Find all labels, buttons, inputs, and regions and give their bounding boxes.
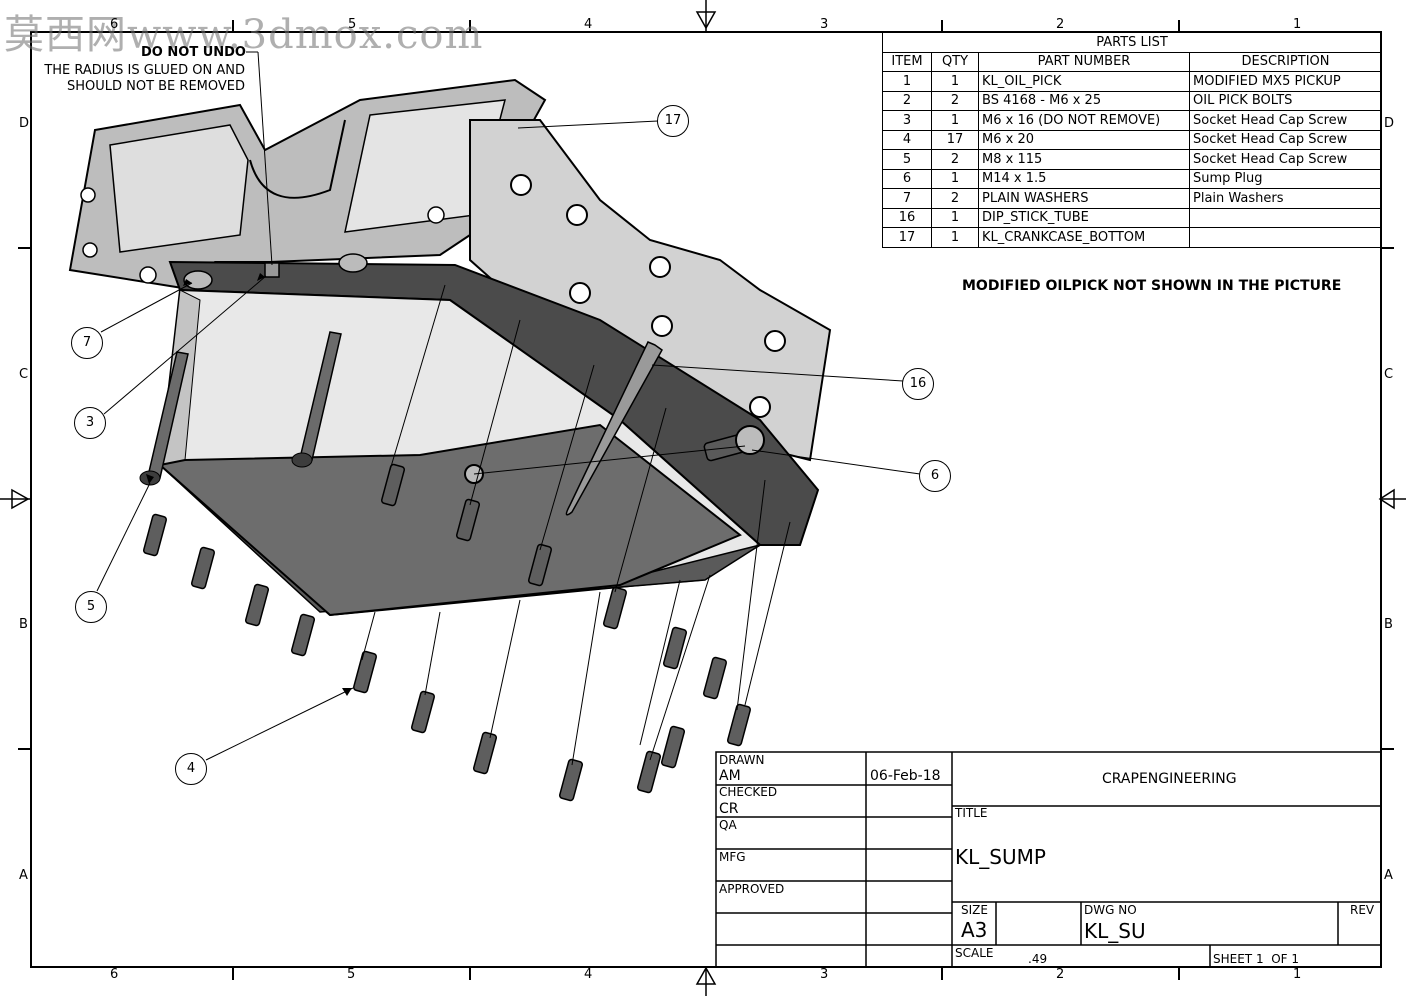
qa-label: QA (719, 818, 737, 832)
cell-description: MODIFIED MX5 PICKUP (1189, 71, 1382, 92)
col-label: 2 (1056, 17, 1065, 32)
approved-label: APPROVED (719, 882, 785, 896)
cell-item: 17 (882, 227, 932, 248)
radius-note-line1: THE RADIUS IS GLUED ON AND (44, 63, 245, 78)
row-label: D (1384, 116, 1395, 131)
drawn-date: 06-Feb-18 (870, 768, 941, 784)
sheet-number: SHEET 1 OF 1 (1213, 952, 1300, 966)
row-label: A (19, 868, 28, 883)
drawn-label: DRAWN (719, 753, 765, 767)
mfg-label: MFG (719, 850, 746, 864)
dwg-no-label: DWG NO (1084, 903, 1137, 917)
radius-note-line2: SHOULD NOT BE REMOVED (66, 79, 245, 94)
row-label: B (1384, 617, 1393, 632)
col-label: 6 (110, 17, 119, 32)
sump-assembly (68, 78, 832, 802)
balloon-7: 7 (71, 327, 103, 359)
scale-label: SCALE (955, 946, 994, 960)
col-label: 4 (584, 17, 593, 32)
company-name: CRAPENGINEERING (1102, 771, 1237, 787)
cell-qty: 17 (931, 129, 979, 150)
do-not-undo-note: DO NOT UNDO (141, 45, 246, 60)
watermark: 莫西网www.3dmox.com (4, 12, 484, 58)
drawn-value: AM (719, 768, 741, 784)
rev-label: REV (1350, 903, 1375, 917)
col-label: 5 (348, 17, 357, 32)
col-label: 1 (1293, 17, 1302, 32)
balloon-3: 3 (74, 407, 106, 439)
row-label: D (19, 116, 30, 131)
col-label: 3 (820, 17, 829, 32)
size-value: A3 (961, 918, 988, 942)
title-label: TITLE (955, 806, 988, 820)
scale-value: .49 (1028, 952, 1048, 966)
col-label: 1 (1293, 967, 1302, 982)
cell-description: Socket Head Cap Screw (1189, 149, 1382, 170)
col-label: 5 (347, 967, 356, 982)
title-value: KL_SUMP (955, 845, 1046, 869)
checked-value: CR (719, 801, 739, 817)
leader-lines (96, 51, 921, 761)
leader-arrowheads (146, 273, 352, 696)
cell-part-number: DIP_STICK_TUBE (978, 207, 1190, 228)
size-label: SIZE (961, 903, 988, 917)
picture-note: MODIFIED OILPICK NOT SHOWN IN THE PICTUR… (962, 278, 1342, 294)
row-label: B (19, 617, 28, 632)
col-label: 2 (1056, 967, 1065, 982)
col-label: 3 (820, 967, 829, 982)
cell-description: Socket Head Cap Screw (1189, 110, 1382, 131)
balloon-5: 5 (75, 591, 107, 623)
balloon-17: 17 (657, 105, 689, 137)
header-qty: QTY (931, 51, 979, 72)
zone-ticks (18, 20, 1394, 980)
dwg-no-value: KL_SU (1084, 919, 1146, 943)
row-label: A (1384, 868, 1393, 883)
balloon-16: 16 (902, 368, 934, 400)
row-label: C (1384, 367, 1394, 382)
balloon-6: 6 (919, 460, 951, 492)
cell-description (1189, 227, 1382, 248)
balloon-4: 4 (175, 753, 207, 785)
row-label: C (19, 367, 29, 382)
col-label: 4 (584, 967, 593, 982)
checked-label: CHECKED (719, 785, 778, 799)
parts-list-table: PARTS LIST ITEM QTY PART NUMBER DESCRIPT… (882, 32, 1382, 248)
header-description: DESCRIPTION (1189, 51, 1382, 72)
parts-list-title: PARTS LIST (882, 32, 1382, 53)
col-label: 6 (110, 967, 119, 982)
